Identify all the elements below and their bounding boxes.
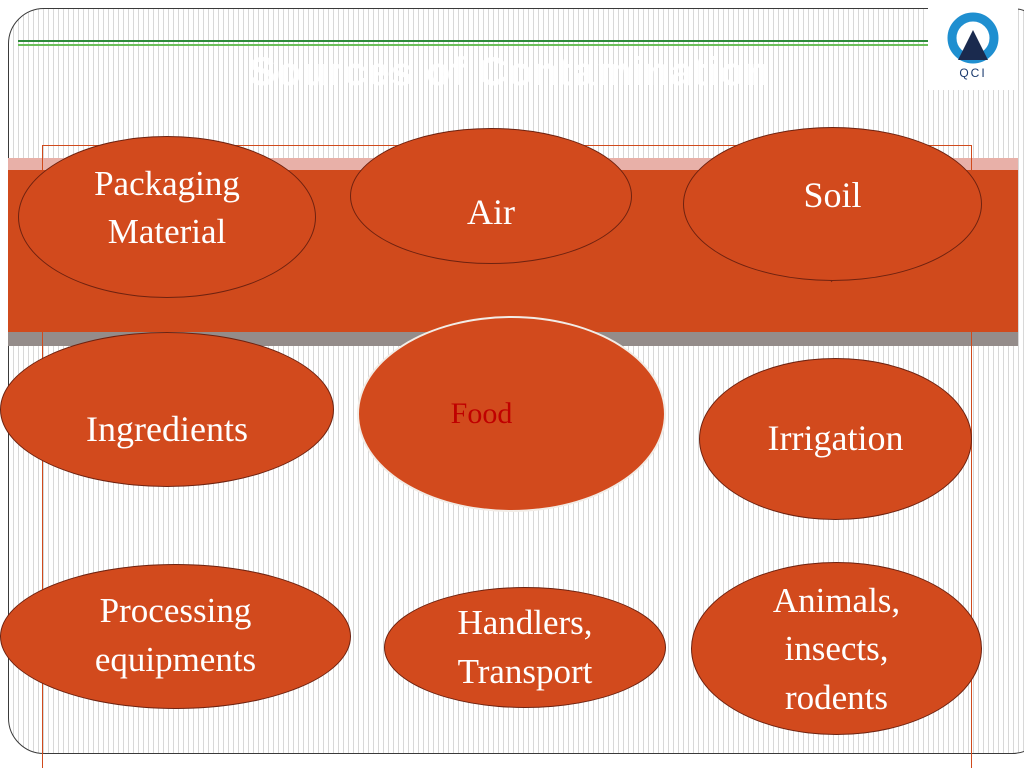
node-irrigation-label: Irrigation xyxy=(767,418,904,459)
node-food: Food xyxy=(357,316,666,512)
slide-title: Sources of Contamination xyxy=(249,50,771,94)
node-handlers-transport-label: Handlers, Transport xyxy=(457,603,593,691)
node-processing-equipments-label: Processing equipments xyxy=(94,591,257,679)
node-animals-insects-rodents-label: Animals, insects, rodents xyxy=(772,581,901,717)
node-handlers-transport: Handlers, Transport xyxy=(384,587,666,708)
qci-logo: QCI xyxy=(928,6,1018,90)
node-packaging-material-label: Packaging Material xyxy=(94,163,240,251)
node-ingredients: Ingredients xyxy=(0,332,334,487)
node-air-label: Air xyxy=(467,192,515,233)
header-rule xyxy=(18,40,928,42)
node-air: Air xyxy=(350,128,632,264)
node-processing-equipments: Processing equipments xyxy=(0,564,351,709)
node-soil-label: Soil xyxy=(803,175,862,216)
node-ingredients-label: Ingredients xyxy=(86,408,248,449)
node-animals-insects-rodents: Animals, insects, rodents xyxy=(691,562,982,735)
node-soil: Soil xyxy=(683,127,982,281)
header-rule-light xyxy=(18,44,928,46)
node-food-label: Food xyxy=(450,397,513,431)
node-packaging-material: Packaging Material xyxy=(18,136,316,298)
logo-text: QCI xyxy=(959,66,987,80)
qci-logo-icon xyxy=(947,12,999,64)
node-irrigation: Irrigation xyxy=(699,358,972,520)
